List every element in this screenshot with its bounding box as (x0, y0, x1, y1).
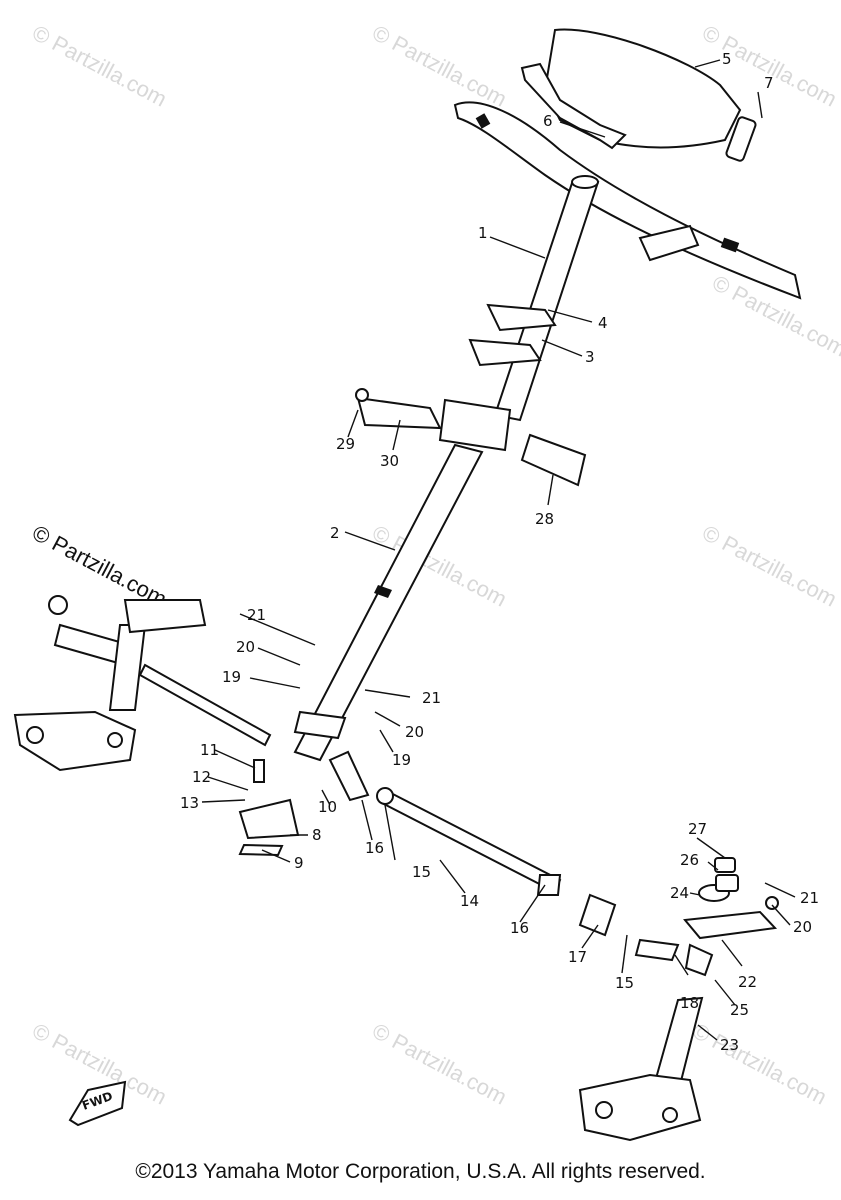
handlebar (453, 101, 802, 300)
callout-13: 13 (180, 794, 199, 812)
copyright-notice: ©2013 Yamaha Motor Corporation, U.S.A. A… (135, 1160, 706, 1183)
callout-16b: 16 (510, 919, 529, 937)
lower-steering-column (293, 443, 484, 762)
callout-21b: 21 (422, 689, 441, 707)
callout-23: 23 (720, 1036, 739, 1054)
callout-27: 27 (688, 820, 707, 838)
callout-18: 18 (680, 994, 699, 1012)
column-bracket (238, 750, 370, 857)
leader-lines (201, 59, 796, 1041)
callout-30: 30 (380, 452, 399, 470)
callout-2: 2 (330, 524, 340, 542)
callout-8: 8 (312, 826, 322, 844)
steering-joint (355, 388, 587, 487)
callout-20c: 20 (793, 918, 812, 936)
callout-25: 25 (730, 1001, 749, 1019)
callout-17: 17 (568, 948, 587, 966)
callout-22: 22 (738, 973, 757, 991)
callout-9: 9 (294, 854, 304, 872)
right-spindle (578, 857, 779, 1142)
upper-steering-column (468, 175, 600, 422)
callout-16a: 16 (365, 839, 384, 857)
callout-24: 24 (670, 884, 689, 902)
callout-20a: 20 (236, 638, 255, 656)
fwd-arrow: FWD (68, 1080, 127, 1127)
callout-28: 28 (535, 510, 554, 528)
callout-10: 10 (318, 798, 337, 816)
callout-14: 14 (460, 892, 479, 910)
callout-11: 11 (200, 741, 219, 759)
callout-15a: 15 (412, 863, 431, 881)
callout-20b: 20 (405, 723, 424, 741)
left-spindle (13, 595, 272, 772)
callout-4: 4 (598, 314, 608, 332)
diagram-drawing: FWD (13, 28, 819, 1142)
callout-12: 12 (192, 768, 211, 786)
callout-19a: 19 (222, 668, 241, 686)
callout-6: 6 (543, 112, 553, 130)
tie-rod (376, 787, 617, 937)
callout-7: 7 (764, 74, 774, 92)
callout-5: 5 (722, 50, 732, 68)
callout-labels: 1 2 3 4 5 6 7 8 9 10 11 12 13 14 15 15 1… (180, 50, 819, 1054)
callout-29: 29 (336, 435, 355, 453)
callout-26: 26 (680, 851, 699, 869)
callout-19b: 19 (392, 751, 411, 769)
callout-21c: 21 (800, 889, 819, 907)
handlebar-cover (520, 28, 757, 162)
callout-3: 3 (585, 348, 595, 366)
callout-15b: 15 (615, 974, 634, 992)
callout-1: 1 (478, 224, 488, 242)
callout-21a: 21 (247, 606, 266, 624)
